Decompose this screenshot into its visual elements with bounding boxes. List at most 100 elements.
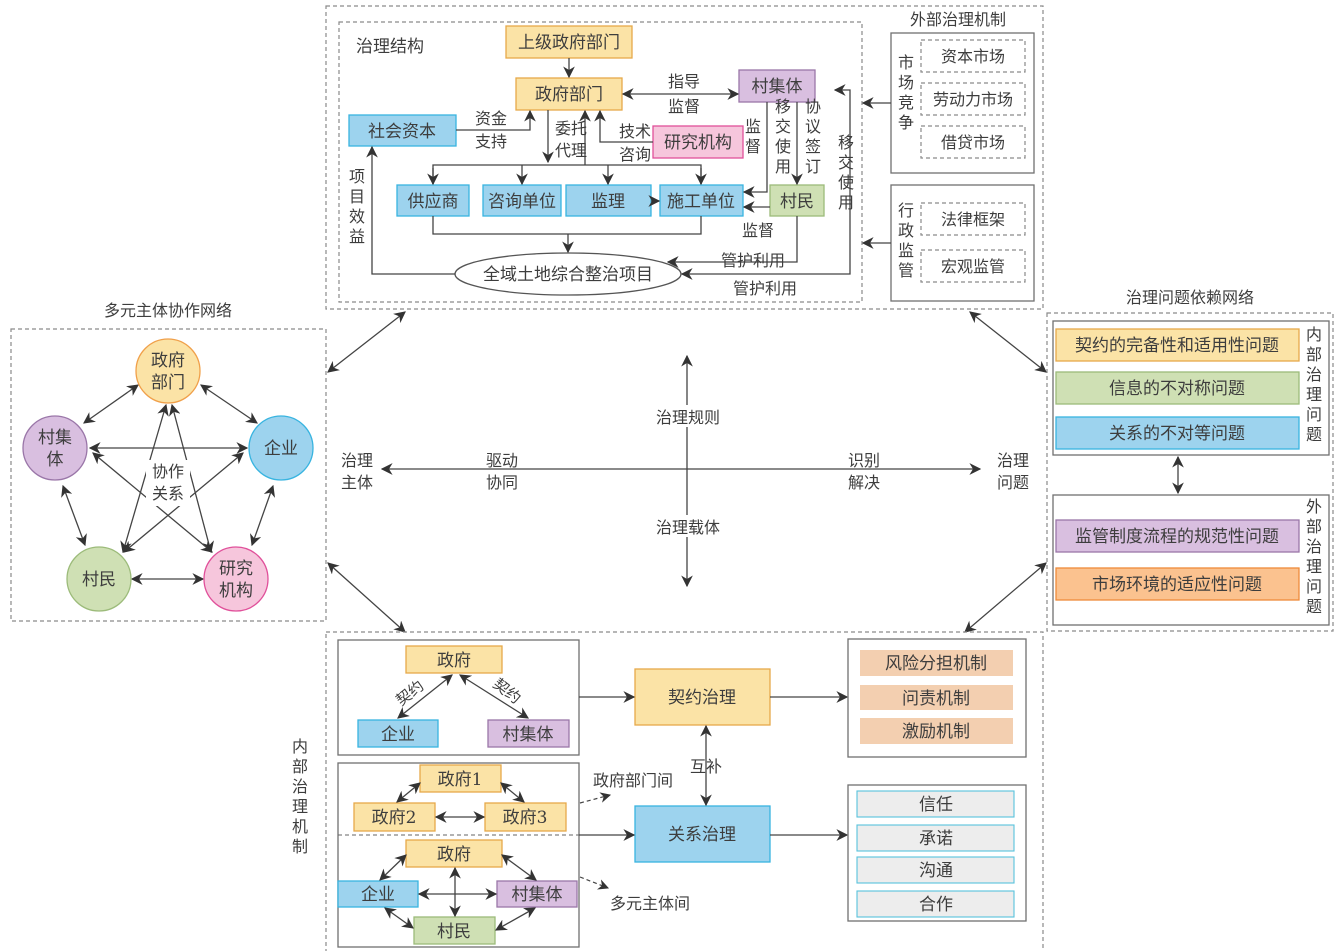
svg-text:研究机构: 研究机构 <box>664 133 732 153</box>
svg-text:机构: 机构 <box>219 581 253 601</box>
internal-problems-frame <box>1052 320 1330 456</box>
svg-text:上级政府部门: 上级政府部门 <box>518 33 620 53</box>
relation-mechanism-items: 信任 承诺 沟通 合作 <box>856 790 1015 918</box>
contract-gov-node: 政府 <box>405 645 503 674</box>
relation-structure-frame <box>337 762 580 948</box>
gov3-node: 政府3 <box>484 802 567 832</box>
label-transfer: 移交使用 <box>775 97 791 176</box>
drive-label-1: 驱动 <box>486 451 518 470</box>
svg-text:政府2: 政府2 <box>372 808 417 828</box>
upper-gov-node: 上级政府部门 <box>505 25 633 59</box>
construction-node: 施工单位 <box>659 184 744 217</box>
svg-text:企业: 企业 <box>381 725 415 745</box>
carrier-label-bg <box>650 515 726 537</box>
svg-text:供应商: 供应商 <box>408 192 459 212</box>
drive-label-2: 协同 <box>486 473 518 492</box>
center-cross <box>380 354 982 588</box>
governance-rules-label: 治理规则 <box>656 408 720 427</box>
contract-mechanisms-frame <box>847 638 1027 758</box>
relation-governance-node: 关系治理 <box>634 805 771 863</box>
svg-text:法律框架: 法律框架 <box>941 210 1005 229</box>
research-inst-node: 研究机构 <box>652 125 744 159</box>
network-title: 多元主体协作网络 <box>104 301 232 320</box>
label-monitor-v: 监督 <box>745 117 761 156</box>
market-items: 资本市场 劳动力市场 借贷市场 <box>920 39 1026 159</box>
governance-problem-label-1: 治理 <box>997 451 1029 470</box>
label-guide: 指导 <box>668 72 700 91</box>
network-node-villager: 村民 <box>66 546 132 612</box>
contract-edge-right <box>459 674 529 719</box>
complement-label: 互补 <box>690 757 722 776</box>
label-maintain-1: 管护利用 <box>721 251 785 270</box>
multi-arrows <box>379 854 537 931</box>
svg-text:借贷市场: 借贷市场 <box>941 133 1005 152</box>
svg-text:政府3: 政府3 <box>503 808 548 828</box>
svg-text:劳动力市场: 劳动力市场 <box>933 90 1013 109</box>
supplier-node: 供应商 <box>396 184 470 217</box>
svg-text:承诺: 承诺 <box>919 829 953 849</box>
label-supervise: 监督 <box>668 97 700 116</box>
supervision-node: 监理 <box>565 184 652 217</box>
svg-text:村民: 村民 <box>437 922 471 942</box>
multi-villager-node: 村民 <box>413 916 496 945</box>
network-node-collective: 村集 体 <box>22 415 88 481</box>
social-capital-node: 社会资本 <box>348 114 457 147</box>
svg-text:村集体: 村集体 <box>752 77 803 97</box>
internal-problem-items: 契约的完备性和适用性问题 信息的不对称问题 关系的不对等问题 <box>1055 328 1300 450</box>
svg-text:政府: 政府 <box>151 351 185 371</box>
gov-dept-node: 政府部门 <box>515 77 623 111</box>
center-label-1: 协作 <box>152 462 184 481</box>
svg-text:政府1: 政府1 <box>438 770 483 790</box>
svg-text:企业: 企业 <box>361 885 395 905</box>
network-node-enterprise: 企业 <box>248 415 314 481</box>
svg-text:村民: 村民 <box>82 570 116 590</box>
svg-text:政府部门: 政府部门 <box>535 85 603 105</box>
internal-frame <box>325 631 1044 951</box>
identify-label-1: 识别 <box>848 451 880 470</box>
label-monitor-h: 监督 <box>742 221 774 240</box>
svg-text:契约治理: 契约治理 <box>668 688 736 708</box>
label-maintain-2: 管护利用 <box>733 279 797 298</box>
svg-text:风险分担机制: 风险分担机制 <box>885 654 987 674</box>
svg-text:资本市场: 资本市场 <box>941 47 1005 66</box>
label-fund: 资金 <box>475 109 507 128</box>
svg-text:合作: 合作 <box>919 895 953 915</box>
rule-label-bg <box>650 405 726 427</box>
multi-collective-node: 村集体 <box>496 880 578 908</box>
network-frame <box>10 328 327 622</box>
external-problem-items: 监管制度流程的规范性问题 市场环境的适应性问题 <box>1055 519 1300 601</box>
governance-subject-label-2: 主体 <box>341 473 373 492</box>
project-node: 全域土地综合整治项目 <box>454 252 682 296</box>
governance-problem-label-2: 问题 <box>997 473 1029 492</box>
label-support: 支持 <box>475 132 507 151</box>
internal-problems-title: 内部治理问题 <box>1306 325 1322 444</box>
internal-title: 内部治理机制 <box>292 737 308 856</box>
multi-enterprise-node: 企业 <box>337 880 419 908</box>
external-problems-frame <box>1052 494 1330 626</box>
svg-text:契约的完备性和适用性问题: 契约的完备性和适用性问题 <box>1075 336 1279 356</box>
multi-gov-node: 政府 <box>405 839 503 868</box>
svg-text:监管制度流程的规范性问题: 监管制度流程的规范性问题 <box>1075 527 1279 547</box>
contract-edge-left <box>397 674 453 719</box>
consulting-node: 咨询单位 <box>482 184 562 217</box>
label-agreement: 协议签订 <box>805 97 821 176</box>
center-label-2: 关系 <box>152 484 184 503</box>
contract-enterprise-node: 企业 <box>357 719 439 748</box>
inter-multi-label: 多元主体间 <box>610 894 690 913</box>
svg-text:沟通: 沟通 <box>919 861 953 881</box>
inter-gov-arrow <box>579 792 612 804</box>
structure-frame <box>338 21 863 303</box>
network-node-gov: 政府 部门 <box>135 338 201 404</box>
relation-mechanisms-frame <box>847 784 1027 922</box>
svg-text:关系的不对等问题: 关系的不对等问题 <box>1109 424 1245 444</box>
svg-text:村民: 村民 <box>780 192 814 212</box>
admin-title: 行政监管 <box>898 201 914 280</box>
label-transfer-right: 移交使用 <box>838 133 854 212</box>
svg-text:部门: 部门 <box>151 373 185 393</box>
label-tech: 技术 <box>619 122 651 141</box>
external-title: 外部治理机制 <box>910 10 1006 29</box>
top-region-frame <box>325 5 1044 310</box>
external-problems-title: 外部治理问题 <box>1306 497 1322 616</box>
contract-edge-label-left: 契约 <box>393 677 428 710</box>
